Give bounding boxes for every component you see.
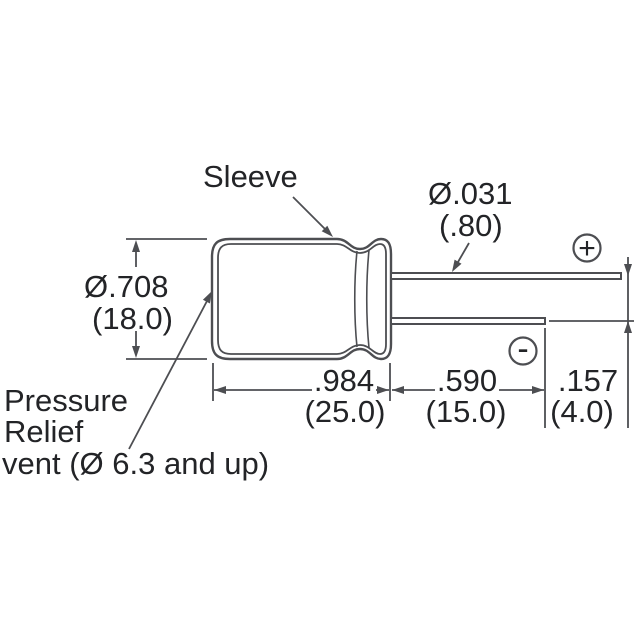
sleeve-arrowhead-icon <box>321 225 333 237</box>
body-diameter-arrowhead-up-icon <box>132 240 140 252</box>
negative-terminal-circle <box>508 336 538 366</box>
lead-diameter-mm-label: (.80) <box>439 208 503 243</box>
lead-spacing-arrowhead-down-icon <box>624 264 632 276</box>
pressure-relief-label-line1: Pressure <box>4 383 128 418</box>
body-length-inches-label: .984 <box>314 363 374 398</box>
body-length-label-mask <box>312 371 376 395</box>
lead-length-mm-label: (15.0) <box>426 394 507 429</box>
negative-lead <box>390 317 546 325</box>
lead-length-arrowhead-right-icon <box>532 386 544 394</box>
body-length-arrowhead-left-icon <box>214 386 226 394</box>
capacitor-body-outline <box>210 237 393 361</box>
sleeve-label: Sleeve <box>203 159 298 194</box>
pressure-relief-label-line3: vent (Ø 6.3 and up) <box>2 446 269 481</box>
sleeve-callout-line <box>292 196 327 231</box>
lead-diameter-callout-line <box>457 242 470 263</box>
lead-spacing-arrowhead-up-icon <box>624 321 632 333</box>
positive-lead <box>390 272 622 280</box>
lead-length-label-mask <box>435 371 499 395</box>
crimp-groove-left-line <box>353 250 358 348</box>
lead-diameter-inches-label: Ø.031 <box>428 176 512 211</box>
positive-terminal-circle <box>572 233 602 263</box>
sleeve-inner-outline <box>217 243 387 355</box>
lead-spacing-inches-label: .157 <box>558 363 618 398</box>
body-length-arrowhead-right-icon <box>377 386 389 394</box>
lead-length-arrowhead-left-icon <box>392 386 404 394</box>
body-diameter-mm-label: (18.0) <box>92 301 173 336</box>
lead-length-inches-label: .590 <box>437 363 497 398</box>
plus-icon: + <box>578 232 596 265</box>
lead-spacing-mm-label: (4.0) <box>550 394 614 429</box>
pressure-relief-callout-line <box>128 300 208 450</box>
body-diameter-inches-label: Ø.708 <box>84 269 168 304</box>
lead-diameter-arrowhead-icon <box>452 259 462 272</box>
crimp-groove-right-line <box>365 249 370 349</box>
body-length-mm-label: (25.0) <box>305 394 386 429</box>
pressure-relief-label-line2: Relief <box>4 414 84 449</box>
body-diameter-arrowhead-down-icon <box>132 346 140 358</box>
pressure-relief-arrowhead-icon <box>202 291 212 304</box>
minus-icon: - <box>517 330 528 368</box>
